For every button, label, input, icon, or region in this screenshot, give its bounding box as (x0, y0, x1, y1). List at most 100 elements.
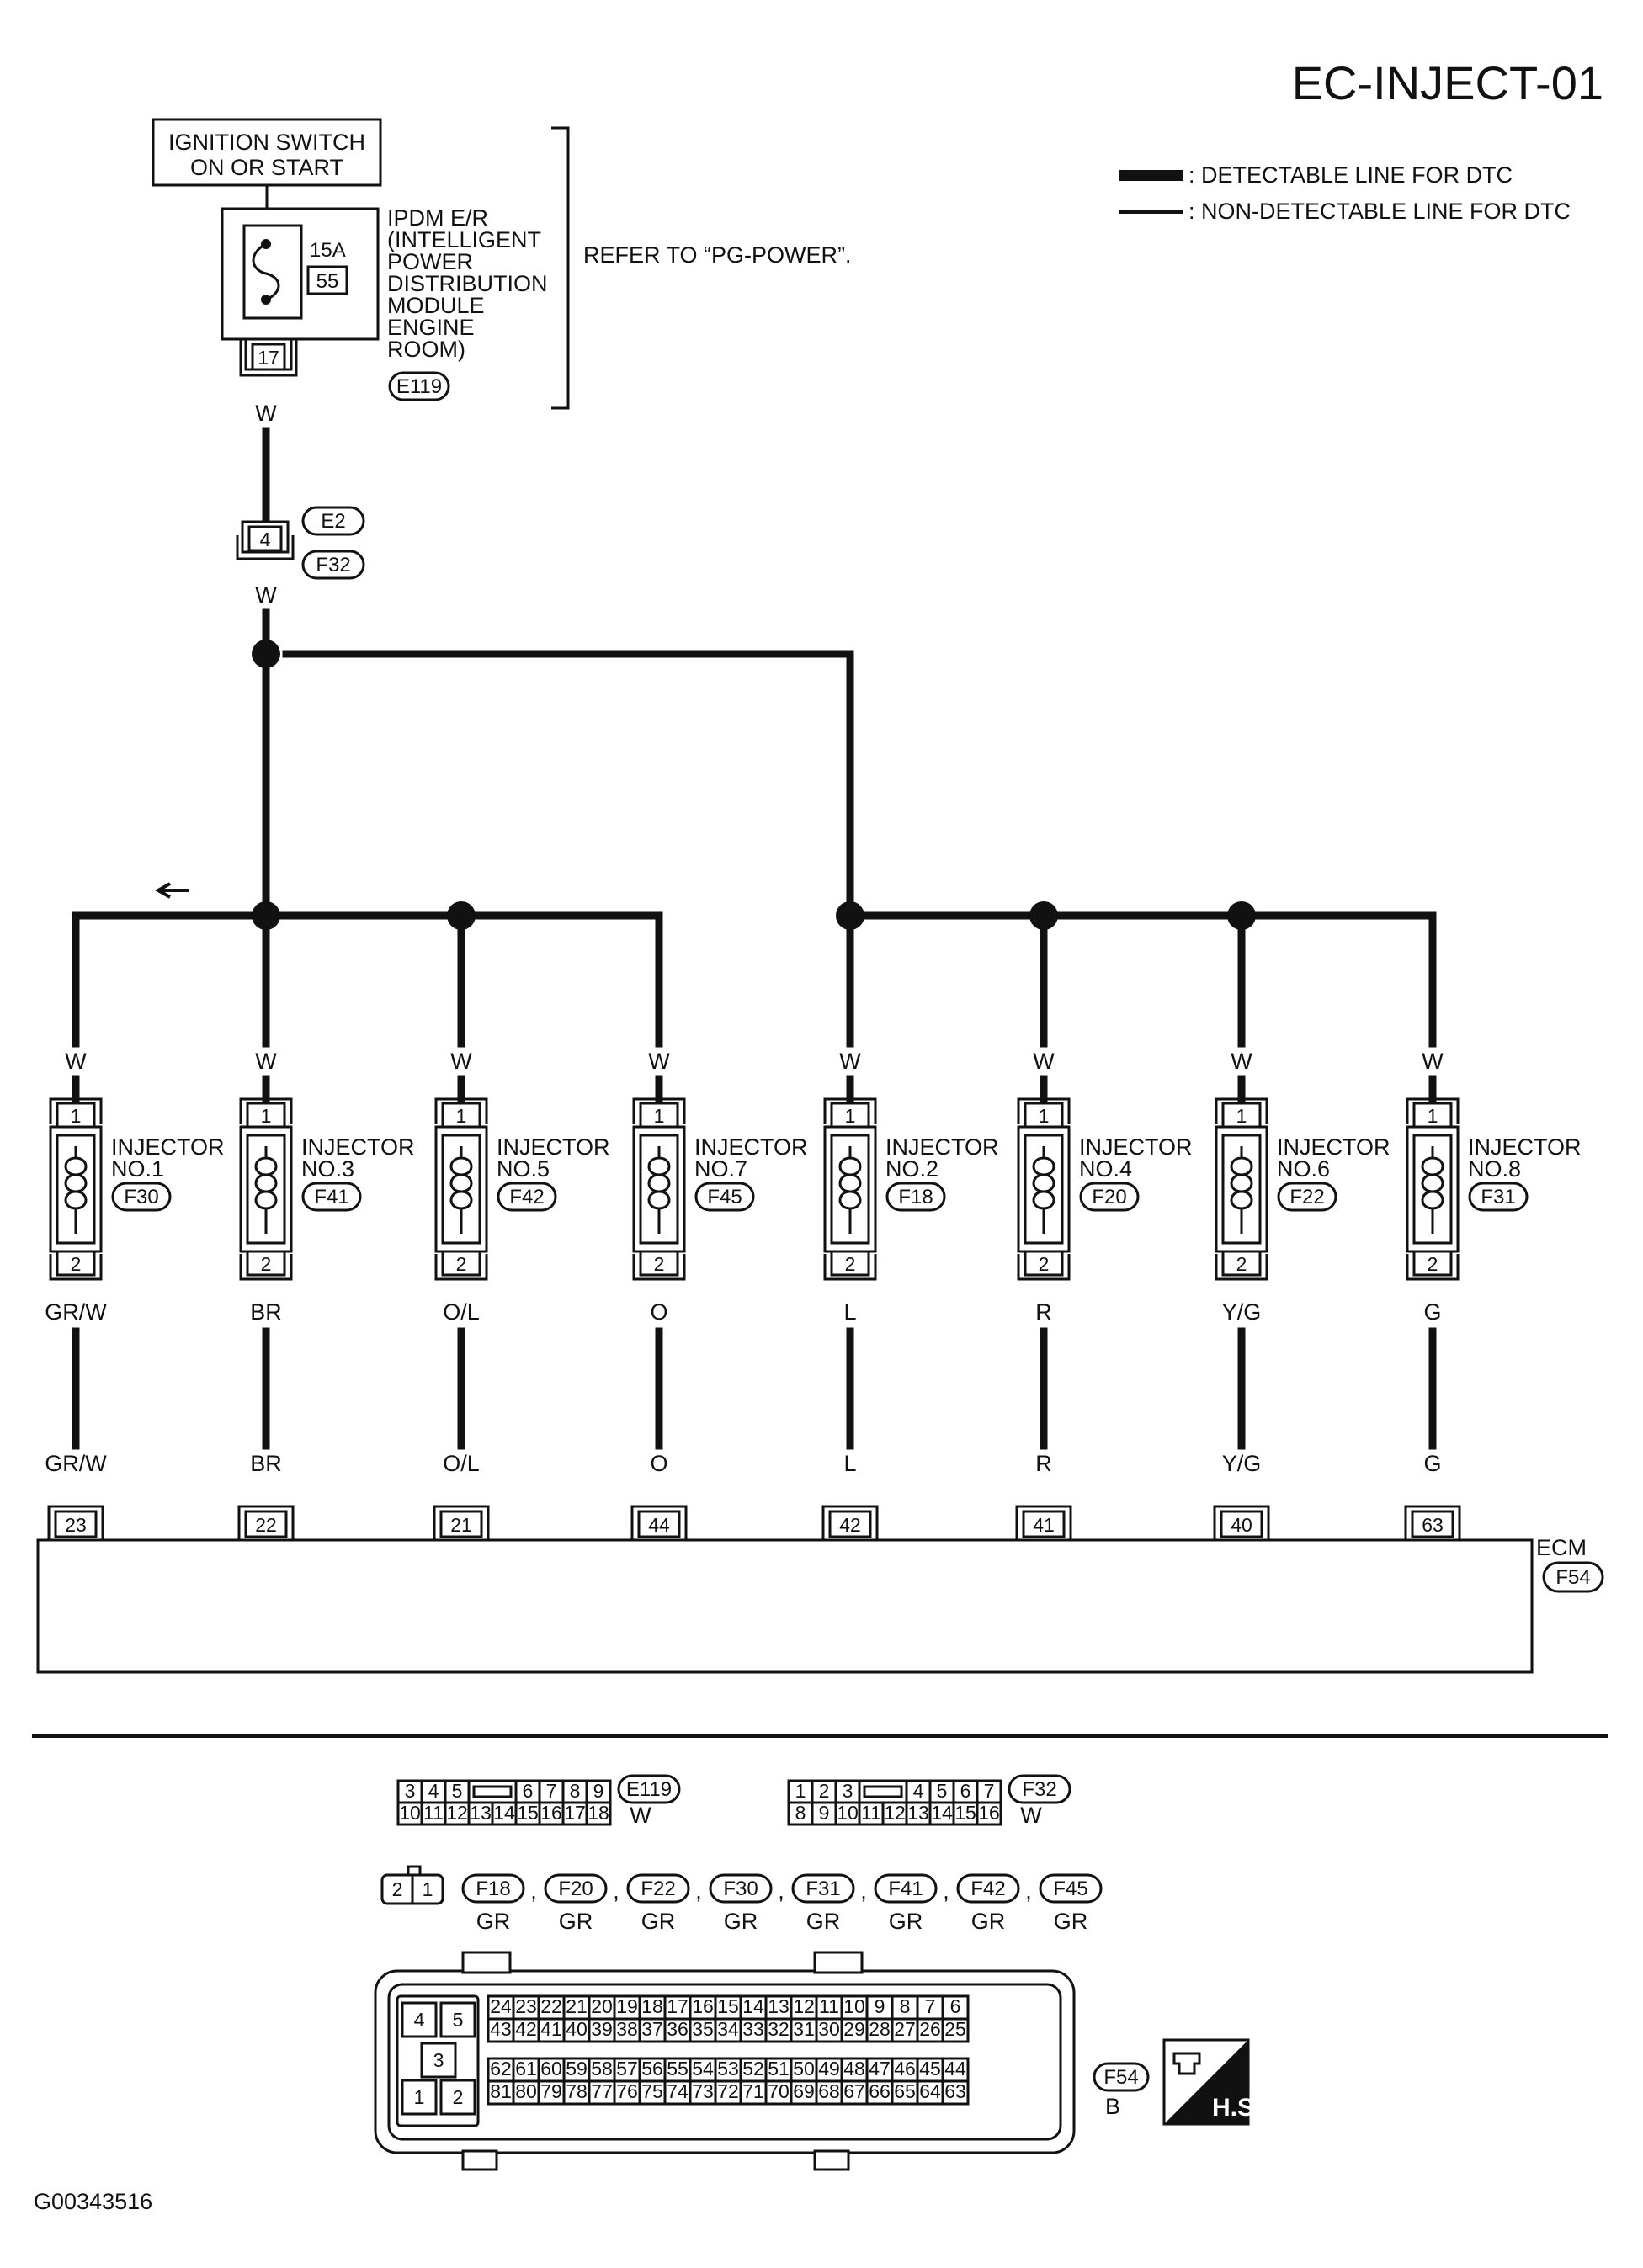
coil-icon (254, 1146, 278, 1234)
ecm-connector-pin: 13 (768, 1995, 790, 2017)
ecm-connector-pin: 26 (919, 2018, 941, 2040)
refer-bracket (551, 126, 570, 410)
ecm-wire-color: R (1035, 1451, 1052, 1476)
connector-separator: , (860, 1878, 867, 1904)
ecm-connector-pin: 79 (540, 2080, 562, 2102)
injector-pin-bottom: 2 (845, 1253, 856, 1275)
injector-connector-id: F31 (1481, 1186, 1515, 1208)
ipdm-label-line-7: ROOM) (387, 337, 465, 362)
ecm-connector-pin: 37 (641, 2018, 663, 2040)
ecm-connector-pin: 41 (540, 2018, 562, 2040)
coil-icon (1230, 1146, 1253, 1234)
ecm-wire-color: O (650, 1451, 667, 1476)
ecm-connector-pin: 20 (591, 1995, 613, 2017)
injector-connector-color: GR (889, 1909, 923, 1934)
injector-bottom-wire-color: BR (250, 1299, 282, 1325)
injector-name-line-2: NO.1 (111, 1156, 164, 1182)
injector-connector-pin: 1 (423, 1878, 433, 1900)
ipdm-label-line-2: (INTELLIGENT (387, 227, 541, 252)
injector-group: W12INJECTORNO.1F30GR/WGR/W23INJ#1W12INJE… (45, 1049, 1581, 1572)
joint-connector-id-1: E2 (321, 510, 345, 533)
injector-connector-id: F45 (1053, 1878, 1087, 1900)
connector-separator: , (613, 1878, 619, 1904)
fuse-rating: 15A (310, 239, 346, 262)
ecm-connector-pin: 52 (742, 2058, 764, 2079)
ecm-connector-pin: 29 (843, 2018, 865, 2040)
ecm-wire-color: GR/W (45, 1451, 107, 1476)
injector-connector-id: F31 (806, 1878, 840, 1900)
ipdm-label: IPDM E/R (INTELLIGENT POWER DISTRIBUTION… (387, 205, 548, 401)
connector-lock-tab (863, 1785, 903, 1798)
injector-pin-bottom: 2 (456, 1253, 467, 1275)
injector-name-line-1: INJECTOR (1277, 1134, 1390, 1160)
ecm-connector-pin: 68 (818, 2080, 840, 2102)
injector-bottom-wire-color: O/L (443, 1299, 480, 1325)
coil-icon (1032, 1146, 1055, 1234)
ecm-connector-pin: 76 (616, 2080, 638, 2102)
injector-pin-bottom: 2 (71, 1253, 82, 1275)
injector-name-line-1: INJECTOR (497, 1134, 610, 1160)
ecm-connector-id: F54 (1555, 1566, 1590, 1589)
ecm-connector-pin: 42 (515, 2018, 537, 2040)
injector-bottom-wire-color: L (843, 1299, 856, 1325)
connector-pin: 16 (978, 1802, 1000, 1824)
injector-connector-color: GR (806, 1909, 841, 1934)
ecm-connector-power-pin: 2 (453, 2086, 464, 2108)
connector-separator: , (1025, 1878, 1032, 1904)
connector-separator: , (943, 1878, 949, 1904)
connector-pin: 14 (493, 1802, 515, 1824)
connector-pin: 17 (564, 1802, 586, 1824)
coil-icon (449, 1146, 473, 1234)
ecm-connector-pin: 55 (667, 2058, 689, 2079)
injector-pin-top: 1 (845, 1105, 856, 1127)
injector-connector-color: GR (724, 1909, 758, 1934)
injector-connector-id: F18 (476, 1878, 510, 1900)
connector-pin: 18 (588, 1802, 609, 1824)
ecm-pin-number: 63 (1422, 1514, 1444, 1536)
ecm-connector-pin: 24 (490, 1995, 512, 2017)
ecm-connector-pin: 11 (819, 1995, 839, 2017)
ecm-connector-pin: 45 (919, 2058, 941, 2079)
injector-pin-bottom: 2 (1428, 1253, 1438, 1275)
injector-name-line-2: NO.2 (885, 1156, 938, 1182)
ecm-connector-pin: 61 (515, 2058, 537, 2079)
injector-name-line-1: INJECTOR (885, 1134, 999, 1160)
injector-name-line-2: NO.4 (1079, 1156, 1132, 1182)
connector-pin: 3 (843, 1780, 853, 1802)
splice-bank-2b (1029, 901, 1058, 930)
splice-bank-2c (1227, 901, 1256, 930)
refer-note: REFER TO “PG-POWER”. (583, 242, 852, 268)
connector-pin: 15 (517, 1802, 539, 1824)
injector-connector-color: GR (559, 1909, 593, 1934)
ignition-switch-label-2: ON OR START (190, 155, 343, 180)
injector-pin-top: 1 (1428, 1105, 1438, 1127)
injector-connector-id: F42 (509, 1186, 544, 1208)
connector-pin: 5 (937, 1780, 948, 1802)
ecm-connector-pin: 71 (742, 2080, 764, 2102)
ecm-connector-pin: 51 (768, 2058, 790, 2079)
splice-bank-1b (447, 901, 476, 930)
injector-connector-color: GR (971, 1909, 1006, 1934)
ecm-connector-pin: 69 (793, 2080, 815, 2102)
injector-bottom-wire-color: Y/G (1222, 1299, 1262, 1325)
ipdm-pin: 17 (258, 347, 279, 369)
hs-badge: H.S. (1162, 2038, 1261, 2126)
ecm-wire-color: BR (250, 1451, 282, 1476)
ecm-connector-pin: 44 (944, 2058, 966, 2079)
injector-connector-id: F41 (888, 1878, 923, 1900)
ecm-connector-pin: 21 (566, 1995, 588, 2017)
figure-id: G00343516 (34, 2189, 152, 2214)
connector-pin: 9 (593, 1780, 604, 1802)
ipdm-label-line-5: MODULE (387, 293, 485, 318)
coil-icon (838, 1146, 862, 1234)
legend-detectable-label: : DETECTABLE LINE FOR DTC (1188, 162, 1513, 188)
ecm-wire-color: G (1423, 1451, 1441, 1476)
ecm-connector-pin: 40 (566, 2018, 588, 2040)
ecm-connector-pin: 28 (869, 2018, 891, 2040)
ecm-connector-pin: 33 (742, 2018, 764, 2040)
injector-connector-id: F30 (723, 1878, 758, 1900)
